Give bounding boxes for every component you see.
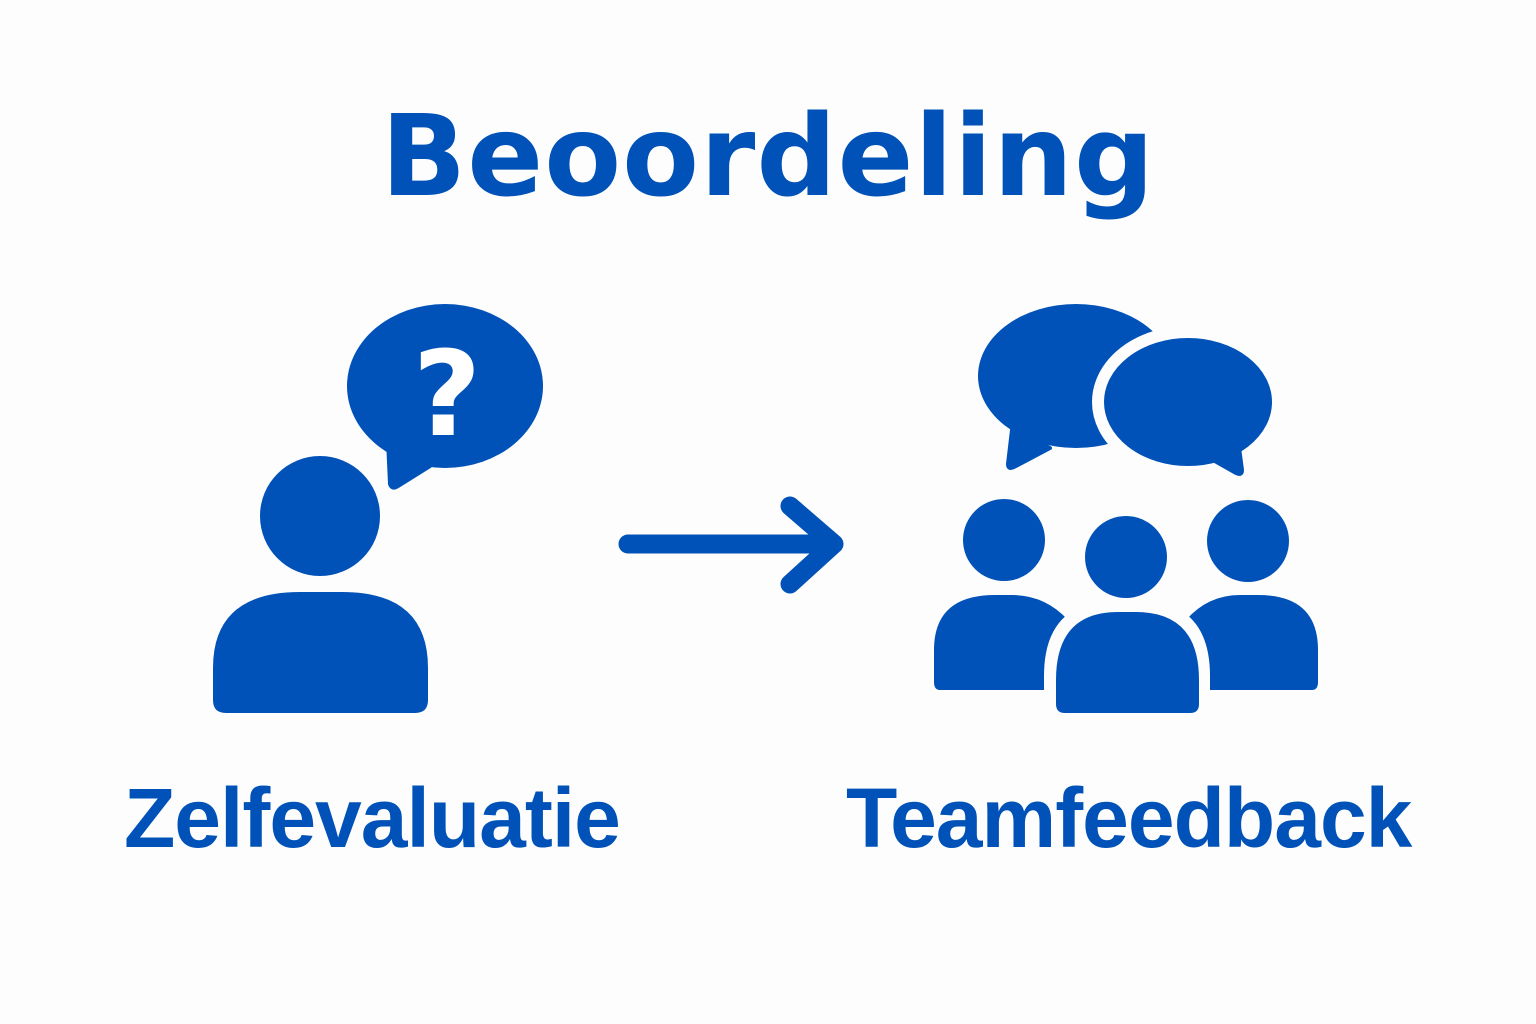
chat-bubble-right [1092, 326, 1284, 478]
step-label-teamfeedback: Teamfeedback [846, 771, 1412, 865]
person-left [934, 499, 1068, 690]
person-head [260, 456, 380, 576]
arrow-right-icon [618, 496, 844, 594]
question-mark-glyph: ? [413, 325, 481, 463]
person-question-bubble-icon: ? [213, 304, 543, 713]
group-chat-bubbles-icon [934, 304, 1318, 716]
person-right [1186, 500, 1318, 690]
diagram-title: Beoordeling [380, 92, 1156, 222]
step-label-zelfevaluatie: Zelfevaluatie [124, 771, 621, 865]
person-center [1044, 516, 1210, 716]
person-body [213, 592, 428, 713]
